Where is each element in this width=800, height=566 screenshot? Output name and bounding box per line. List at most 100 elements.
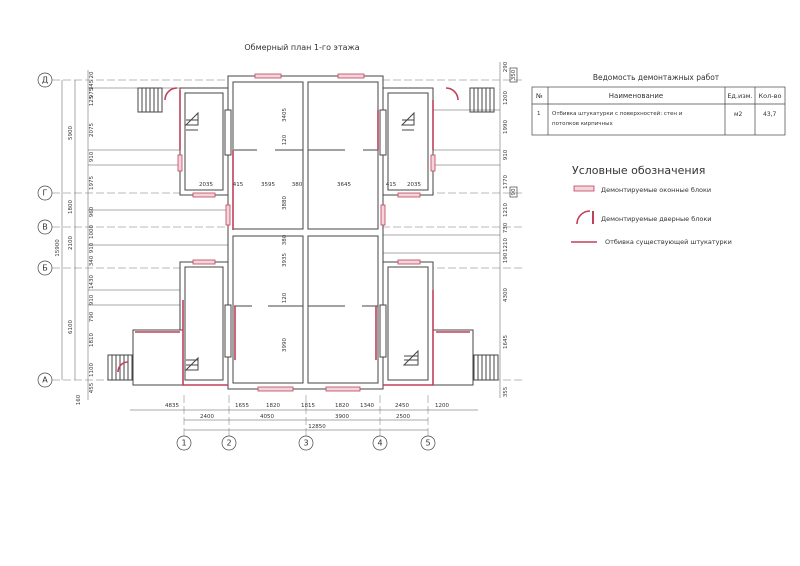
svg-text:350: 350 xyxy=(511,69,517,80)
svg-text:1645: 1645 xyxy=(503,335,509,349)
svg-text:415: 415 xyxy=(386,182,397,188)
svg-text:2500: 2500 xyxy=(396,414,410,420)
header-name: Наименование xyxy=(609,92,663,100)
legend-plaster: Отбивка существующей штукатурки xyxy=(605,238,732,246)
svg-text:1200: 1200 xyxy=(435,403,449,409)
demolition-marks xyxy=(117,73,470,392)
svg-text:1100: 1100 xyxy=(89,363,95,377)
svg-text:В: В xyxy=(42,223,48,232)
svg-text:А: А xyxy=(42,376,48,385)
svg-text:960: 960 xyxy=(89,206,95,217)
svg-text:Б: Б xyxy=(42,264,48,273)
axis-bubble-4: 4 xyxy=(372,435,388,451)
svg-text:15900: 15900 xyxy=(55,239,61,257)
legend: Условные обозначения Демонтируемые оконн… xyxy=(571,164,732,246)
svg-text:730: 730 xyxy=(503,222,509,233)
legend-doors: Демонтируемые дверные блоки xyxy=(601,215,711,223)
svg-text:3405: 3405 xyxy=(282,108,288,122)
axis-bubble-2: 2 xyxy=(221,435,237,451)
svg-text:1000: 1000 xyxy=(89,225,95,239)
svg-text:345: 345 xyxy=(89,79,95,90)
row-name: Отбивка штукатурки с поверхностей: стен … xyxy=(552,110,683,117)
stairs xyxy=(107,87,499,381)
svg-text:1770: 1770 xyxy=(503,175,509,189)
svg-text:910: 910 xyxy=(503,149,509,160)
svg-text:90: 90 xyxy=(511,188,517,195)
axis-bubble-5: 5 xyxy=(420,435,436,451)
door-arc-symbol-icon xyxy=(576,210,591,225)
svg-text:2: 2 xyxy=(226,439,231,448)
svg-text:3935: 3935 xyxy=(282,253,288,267)
row-axis-bubbles: Д Г В Б А xyxy=(37,72,53,388)
legend-windows: Демонтируемые оконные блоки xyxy=(601,186,711,194)
building-walls xyxy=(132,75,474,390)
axis-bubble-D: Д xyxy=(37,72,53,88)
right-dimensions: 290 350 1200 1990 910 1770 90 1210 730 1… xyxy=(503,61,518,397)
row-num: 1 xyxy=(537,111,541,117)
svg-text:1810: 1810 xyxy=(89,333,95,347)
svg-text:2035: 2035 xyxy=(407,182,421,188)
svg-text:975: 975 xyxy=(89,87,95,98)
svg-text:3: 3 xyxy=(303,439,308,448)
svg-text:910: 910 xyxy=(89,294,95,305)
axis-bubble-A: А xyxy=(37,372,53,388)
svg-text:790: 790 xyxy=(89,311,95,322)
svg-text:190: 190 xyxy=(503,252,509,263)
svg-text:1800: 1800 xyxy=(68,200,74,214)
svg-text:1210: 1210 xyxy=(503,238,509,252)
svg-text:2450: 2450 xyxy=(395,403,409,409)
svg-text:380: 380 xyxy=(292,182,303,188)
header-unit: Ед.изм. xyxy=(727,92,752,100)
svg-text:1815: 1815 xyxy=(301,403,315,409)
left-dimensions: 20 345 975 125 2075 910 1975 960 1000 91… xyxy=(55,71,95,405)
svg-text:1990: 1990 xyxy=(503,120,509,134)
plan-title: Обмерный план 1-го этажа xyxy=(244,43,359,52)
axis-bubble-G: Г xyxy=(37,185,53,201)
svg-text:120: 120 xyxy=(282,134,288,145)
svg-text:1820: 1820 xyxy=(266,403,280,409)
svg-text:4835: 4835 xyxy=(165,403,179,409)
svg-text:3880: 3880 xyxy=(282,196,288,210)
window-block-symbol-icon xyxy=(573,185,595,192)
svg-text:1975: 1975 xyxy=(89,176,95,190)
svg-text:1820: 1820 xyxy=(335,403,349,409)
svg-text:2100: 2100 xyxy=(68,236,74,250)
svg-text:3595: 3595 xyxy=(261,182,275,188)
row-name-cont: потолков кирпичных xyxy=(552,121,613,127)
svg-text:1430: 1430 xyxy=(89,275,95,289)
svg-text:1340: 1340 xyxy=(360,403,374,409)
svg-text:455: 455 xyxy=(89,382,95,393)
svg-text:3990: 3990 xyxy=(282,338,288,352)
interior-dimensions: 3405 120 2035 415 3595 380 3645 415 2035… xyxy=(199,108,421,352)
svg-text:340: 340 xyxy=(89,255,95,266)
table-title: Ведомость демонтажных работ xyxy=(593,73,720,82)
svg-text:Г: Г xyxy=(43,189,48,198)
svg-text:415: 415 xyxy=(233,182,244,188)
svg-text:910: 910 xyxy=(89,242,95,253)
svg-text:125: 125 xyxy=(89,95,95,106)
svg-text:4300: 4300 xyxy=(503,288,509,302)
svg-text:5900: 5900 xyxy=(68,126,74,140)
svg-text:2075: 2075 xyxy=(89,123,95,137)
svg-text:2035: 2035 xyxy=(199,182,213,188)
svg-text:160: 160 xyxy=(76,394,82,405)
svg-text:910: 910 xyxy=(89,151,95,162)
svg-text:1210: 1210 xyxy=(503,203,509,217)
svg-text:20: 20 xyxy=(89,71,95,78)
svg-text:2400: 2400 xyxy=(200,414,214,420)
axis-bubble-V: В xyxy=(37,219,53,235)
svg-text:3900: 3900 xyxy=(335,414,349,420)
axis-bubble-3: 3 xyxy=(298,435,314,451)
row-qty: 43,7 xyxy=(763,111,777,118)
svg-text:1: 1 xyxy=(181,439,186,448)
svg-text:4: 4 xyxy=(377,439,382,448)
svg-text:6100: 6100 xyxy=(68,320,74,334)
row-unit: м2 xyxy=(734,111,743,118)
svg-text:120: 120 xyxy=(282,292,288,303)
svg-text:290: 290 xyxy=(503,61,509,72)
col-axis-bubbles: 1 2 3 4 5 xyxy=(176,435,436,451)
svg-text:3645: 3645 xyxy=(337,182,351,188)
svg-text:380: 380 xyxy=(282,234,288,245)
svg-text:1655: 1655 xyxy=(235,403,249,409)
